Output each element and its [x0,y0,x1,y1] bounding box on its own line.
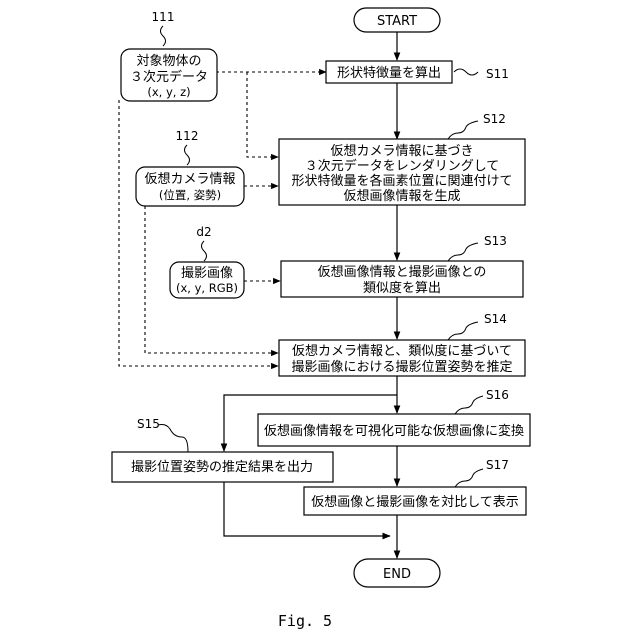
s15-id: S15 [137,417,160,431]
s15-text: 撮影位置姿勢の推定結果を出力 [131,459,313,475]
input-virtual-camera-info: 仮想カメラ情報 (位置, 姿勢) [136,167,244,206]
leader-d2 [202,241,207,261]
start-terminator: START [354,8,440,32]
s12-line4: 仮想画像情報を生成 [343,188,460,204]
s13-line2: 類似度を算出 [363,280,441,296]
input-object-3d-data: 対象物体の ３次元データ (x, y, z) [121,49,217,101]
end-terminator: END [354,559,440,587]
s13-leader [448,243,478,261]
s12-leader [448,121,478,139]
s11-id: S11 [486,67,509,81]
leader-111 [161,26,166,46]
obj-data-line2: ３次元データ [130,69,208,85]
obj-data-line1: 対象物体の [136,54,201,69]
s11-leader [454,69,478,75]
s16-id: S16 [486,388,509,402]
s12-line2: ３次元データをレンダリングして [305,158,500,174]
photo-line1: 撮影画像 [181,265,233,281]
data-obj-to-s12 [247,72,278,157]
s14-line1: 仮想カメラ情報と、類似度に基づいて [292,343,512,359]
s12-id: S12 [483,112,506,126]
step-s13: 仮想画像情報と撮影画像との 類似度を算出 [281,261,523,297]
step-s14: 仮想カメラ情報と、類似度に基づいて 撮影画像における撮影位置姿勢を推定 [279,340,525,376]
input-captured-image: 撮影画像 (x, y, RGB) [170,262,244,298]
ref-112: 112 [176,129,199,143]
leader-112 [185,145,190,165]
step-s12: 仮想カメラ情報に基づき ３次元データをレンダリングして 形状特徴量を各画素位置に… [279,139,525,205]
step-s15: 撮影位置姿勢の推定結果を出力 [112,452,333,482]
s11-text: 形状特徴量を算出 [337,66,441,81]
camera-line1: 仮想カメラ情報 [144,171,235,187]
obj-data-line3: (x, y, z) [147,85,190,99]
figure-caption: Fig. 5 [278,612,332,630]
s13-id: S13 [484,234,507,248]
s17-text: 仮想画像と撮影画像を対比して表示 [311,494,519,510]
step-s17: 仮想画像と撮影画像を対比して表示 [304,487,526,515]
s14-line2: 撮影画像における撮影位置姿勢を推定 [291,359,512,375]
s17-id: S17 [486,458,509,472]
photo-line2: (x, y, RGB) [176,281,238,295]
step-s11: 形状特徴量を算出 [326,61,452,83]
camera-line2: (位置, 姿勢) [159,188,221,202]
s17-leader [455,469,483,487]
s16-leader [455,396,483,414]
start-label: START [377,14,417,29]
s16-text: 仮想画像情報を可視化可能な仮想画像に変換 [264,423,524,439]
s13-line1: 仮想画像情報と撮影画像との [318,264,487,280]
end-label: END [383,567,411,582]
s15-leader [158,425,188,453]
ref-111: 111 [152,10,175,24]
s12-line1: 仮想カメラ情報に基づき [330,143,473,159]
s12-line3: 形状特徴量を各画素位置に関連付けて [291,173,512,189]
s14-leader [448,322,478,340]
step-s16: 仮想画像情報を可視化可能な仮想画像に変換 [258,414,530,446]
ref-d2: d2 [196,225,211,239]
s14-id: S14 [484,312,507,326]
